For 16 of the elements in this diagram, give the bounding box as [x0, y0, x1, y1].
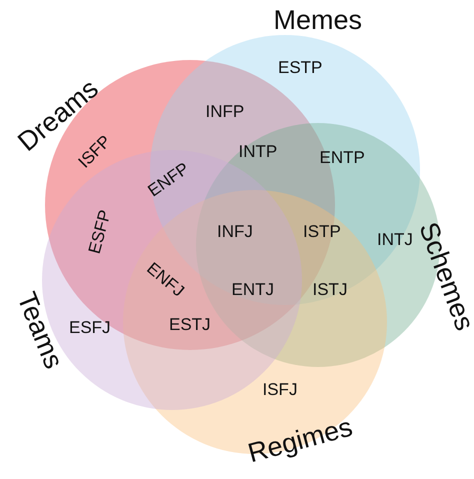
- region-label: INTP: [238, 142, 278, 162]
- region-label: ESTP: [278, 58, 322, 78]
- region-label: INFJ: [217, 222, 253, 242]
- region-label: INFP: [206, 102, 244, 122]
- region-label: ISTP: [303, 222, 341, 242]
- region-label: ESTJ: [169, 315, 211, 335]
- region-label: ENTJ: [232, 280, 274, 300]
- region-label: ESFP: [84, 208, 116, 256]
- circle-label: Regimes: [244, 411, 356, 469]
- region-label: ESFJ: [69, 318, 111, 338]
- region-label: ISFJ: [262, 380, 298, 400]
- region-label: INTJ: [377, 230, 413, 250]
- region-label: ISTJ: [312, 280, 348, 300]
- circle-label: Memes: [274, 4, 362, 36]
- region-label: ENTP: [320, 148, 365, 168]
- circle-label: Teams: [10, 287, 70, 373]
